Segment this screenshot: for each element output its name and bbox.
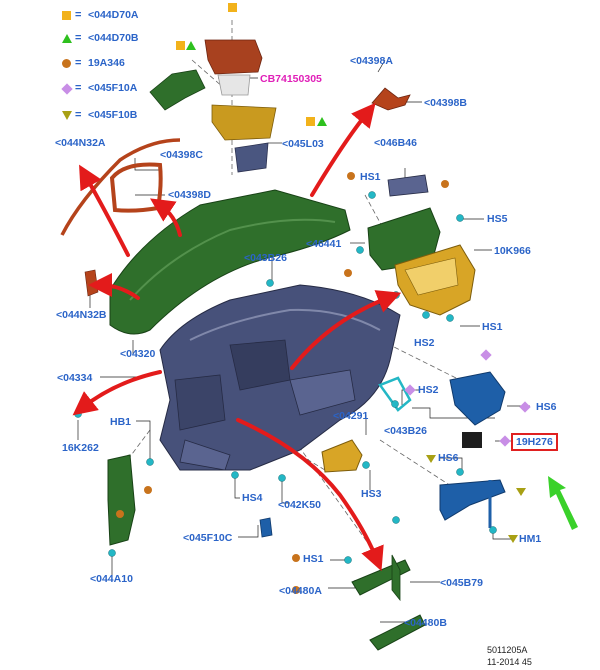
left-panel-044a10	[107, 454, 136, 546]
vent-outline-04398c	[109, 162, 163, 213]
legend-equals: =	[75, 57, 82, 69]
part-label-hm1: HM1	[519, 533, 542, 545]
part-label-04320: <04320	[120, 348, 156, 360]
part-label-hs2-lower: HS2	[418, 384, 439, 396]
triangle-down-icon	[62, 111, 72, 120]
part-label-hs6-lower: HS6	[438, 452, 459, 464]
blue-bracket-assembly	[378, 371, 506, 528]
part-label-04480a: <04480A	[279, 585, 322, 597]
bracket-04398a	[371, 87, 411, 111]
part-label-044n32b: <044N32B	[56, 309, 107, 321]
legend-equals: =	[75, 9, 82, 21]
part-label-hs5: HS5	[487, 213, 508, 225]
diagram-date: 11-2014 45	[487, 657, 532, 667]
part-label-46441: <46441	[306, 238, 342, 250]
legend-code: 19A346	[88, 57, 125, 69]
part-label-042k50: <042K50	[278, 499, 321, 511]
part-label-hb1: HB1	[110, 416, 132, 428]
amber-duct	[321, 439, 363, 473]
part-label-19h276-highlighted: 19H276	[511, 433, 558, 451]
part-label-04334: <04334	[57, 372, 93, 384]
part-label-hs6-upper: HS6	[536, 401, 557, 413]
part-label-04398c: <04398C	[160, 149, 203, 161]
console-bezel-components	[367, 174, 476, 316]
legend-code: <045F10A	[88, 82, 138, 94]
cluster-bezel-top	[204, 39, 277, 173]
part-label-04398d: <04398D	[168, 189, 211, 201]
clip-044n32b	[84, 269, 99, 297]
part-label-043b26-upper: <043B26	[244, 252, 287, 264]
part-label-04398a: <04398A	[350, 55, 393, 67]
legend-equals: =	[75, 32, 82, 44]
legend-equals: =	[75, 82, 82, 94]
part-label-16k262: 16K262	[62, 442, 99, 454]
part-label-hs1-mid: HS1	[482, 321, 503, 333]
side-trim-upper-left	[149, 69, 206, 111]
part-label-04480b: <04480B	[404, 617, 447, 629]
part-label-045l03: <045L03	[282, 138, 324, 150]
bottom-rails	[351, 554, 426, 651]
part-label-044a10: <044A10	[90, 573, 133, 585]
part-label-045b79: <045B79	[440, 577, 483, 589]
part-label-hs2-upper: HS2	[414, 337, 435, 349]
part-label-hs1-bottom: HS1	[303, 553, 324, 565]
part-label-046b46: <046B46	[374, 137, 417, 149]
dash-top-panel	[109, 189, 351, 335]
legend-equals: =	[75, 109, 82, 121]
legend-code: <045F10B	[88, 109, 138, 121]
legend-code: <044D70B	[88, 32, 139, 44]
legend-code: <044D70A	[88, 9, 139, 21]
triangle-up-icon	[62, 34, 72, 43]
part-label-04398b: <04398B	[424, 97, 467, 109]
part-label-hs1-top: HS1	[360, 171, 381, 183]
clip-045f10c	[259, 517, 273, 538]
part-label-hs4: HS4	[242, 492, 263, 504]
part-label-10k966: 10K966	[494, 245, 531, 257]
part-label-045f10c: <045F10C	[183, 532, 233, 544]
part-label-044n32a: <044N32A	[55, 137, 106, 149]
diagram-reference-number: 5011205A	[487, 645, 528, 655]
inline-symbols	[116, 3, 531, 594]
dashboard-main-body	[159, 284, 401, 471]
part-label-04291: <04291	[333, 410, 369, 422]
part-label-hs3: HS3	[361, 488, 382, 500]
square-icon	[62, 11, 71, 20]
green-callout-arrow	[548, 476, 578, 530]
red-explode-arrows	[72, 102, 402, 572]
part-label-043b26-lower: <043B26	[384, 425, 427, 437]
part-label-cb74150305: CB74150305	[260, 73, 322, 85]
strip-044n32a	[60, 138, 181, 236]
circle-icon	[62, 59, 71, 68]
